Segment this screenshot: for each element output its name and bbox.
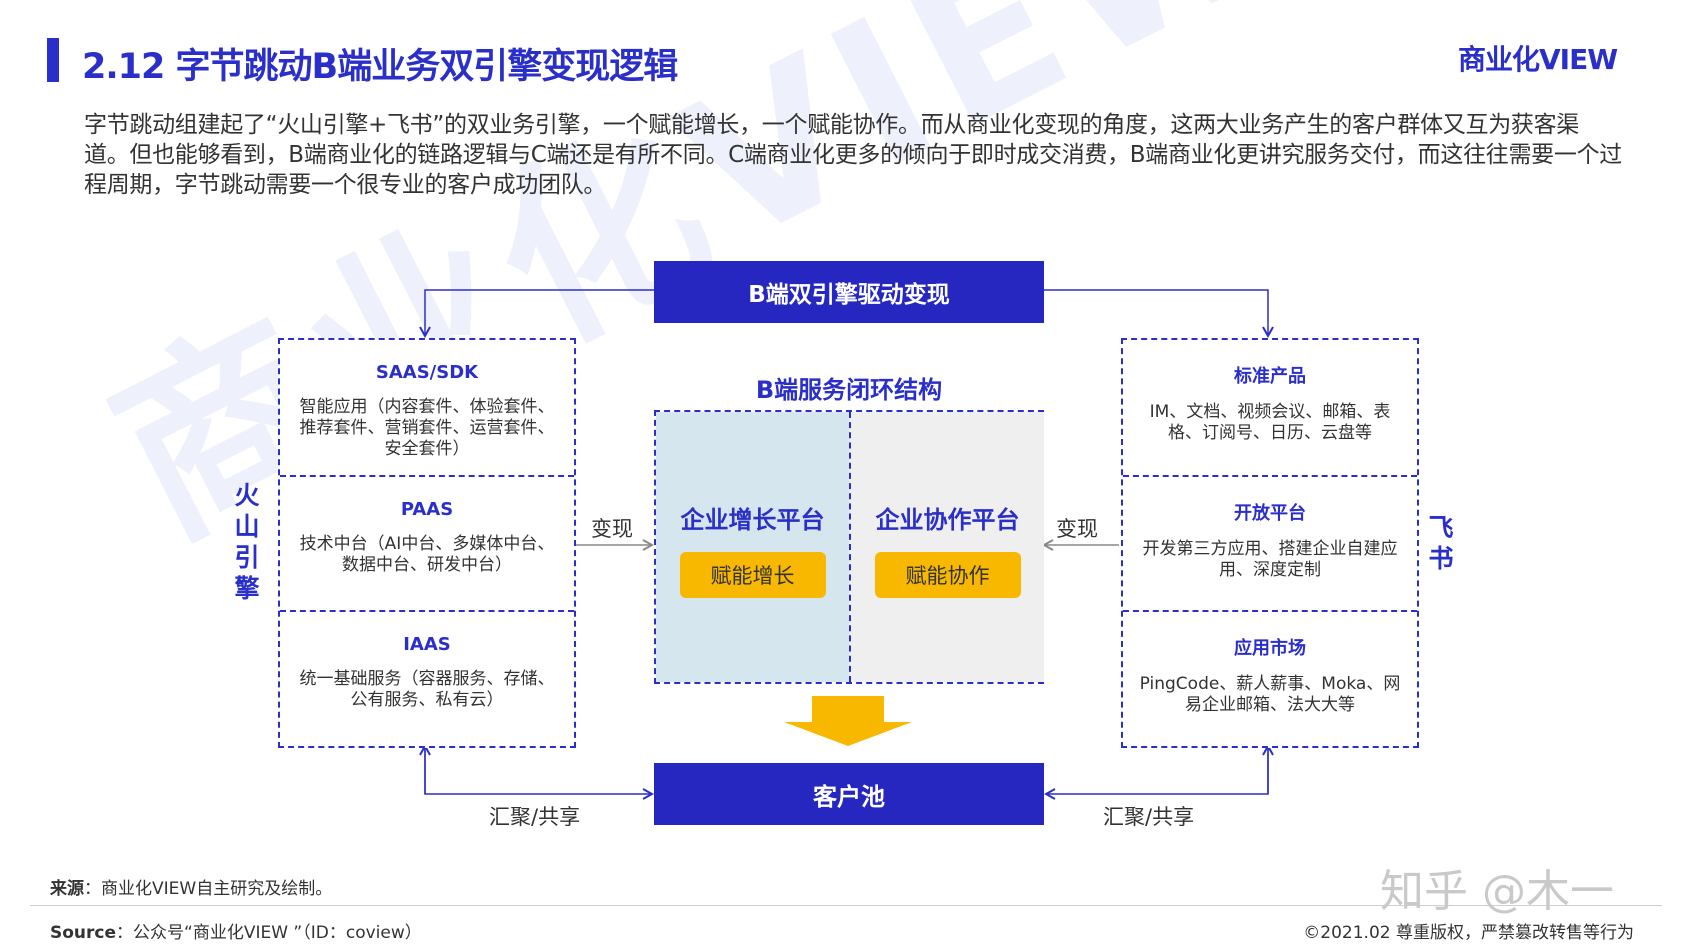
right-side-label: 飞书 [1428,513,1454,573]
panel-cell: 标准产品 IM、文档、视频会议、邮箱、表格、订阅号、日历、云盘等 [1123,340,1417,475]
intro-paragraph: 字节跳动组建起了“火山引擎+飞书”的双业务引擎，一个赋能增长，一个赋能协作。而从… [84,112,1622,198]
arrow-left-panel-to-pool [424,746,652,794]
cell-title: SAAS/SDK [375,362,479,383]
growth-platform-title: 企业增长平台 [680,506,825,534]
cell-description: 开发第三方应用、搭建企业自建应用、深度定制 [1142,539,1398,580]
collaboration-platform-title: 企业协作平台 [875,506,1020,534]
panel-cell: IAAS 统一基础服务（容器服务、存储、公有服务、私有云） [280,610,574,745]
source-label: Source [50,923,117,943]
closed-loop-box: 企业增长平台 赋能增长 企业协作平台 赋能协作 [654,410,1044,684]
cell-title: 应用市场 [1234,638,1306,659]
source-note-label: 来源 [50,879,84,899]
growth-platform: 企业增长平台 赋能增长 [656,412,849,682]
collaboration-pill: 赋能协作 [874,552,1021,598]
panel-cell: 应用市场 PingCode、薪人薪事、Moka、网易企业邮箱、法大大等 [1123,610,1417,745]
cell-title: 开放平台 [1234,503,1306,524]
left-monetize-label: 变现 [591,517,633,541]
arrow-top-to-right-panel [1044,289,1268,336]
cell-title: PAAS [400,499,454,520]
feishu-panel: 标准产品 IM、文档、视频会议、邮箱、表格、订阅号、日历、云盘等 开放平台 开发… [1121,338,1419,748]
source-line: Source：公众号“商业化VIEW ”（ID：coview） [50,918,422,943]
right-monetize-label: 变现 [1056,517,1098,541]
copyright: ©2021.02 尊重版权，严禁篡改转售等行为 [1303,923,1634,943]
center-structure-title: B端服务闭环结构 [755,376,943,404]
customer-pool-box: 客户池 [654,763,1044,825]
footer-divider [30,905,1662,906]
panel-cell: 开放平台 开发第三方应用、搭建企业自建应用、深度定制 [1123,475,1417,610]
volcano-engine-panel: SAAS/SDK 智能应用（内容套件、体验套件、推荐套件、营销套件、运营套件、安… [278,338,576,748]
cell-description: 智能应用（内容套件、体验套件、推荐套件、营销套件、运营套件、安全套件） [299,397,555,459]
arrow-top-to-left-panel [425,289,654,336]
cell-description: 技术中台（AI中台、多媒体中台、数据中台、研发中台） [299,534,555,575]
panel-cell: SAAS/SDK 智能应用（内容套件、体验套件、推荐套件、营销套件、运营套件、安… [280,340,574,475]
title-accent-bar [47,38,59,82]
cell-description: IM、文档、视频会议、邮箱、表格、订阅号、日历、云盘等 [1149,402,1391,443]
left-share-label: 汇聚/共享 [489,805,581,829]
source-note-text: ：商业化VIEW自主研究及绘制。 [84,879,333,899]
cell-title: IAAS [403,634,451,655]
arrow-right-panel-to-pool [1046,746,1269,794]
source-note: 来源：商业化VIEW自主研究及绘制。 [50,874,332,899]
right-share-label: 汇聚/共享 [1103,805,1195,829]
brand-logo: 商业化VIEW [1458,43,1618,76]
panel-cell: PAAS 技术中台（AI中台、多媒体中台、数据中台、研发中台） [280,475,574,610]
cell-description: 统一基础服务（容器服务、存储、公有服务、私有云） [299,669,555,710]
source-text: ：公众号“商业化VIEW ”（ID：coview） [116,923,422,943]
cell-description: PingCode、薪人薪事、Moka、网易企业邮箱、法大大等 [1139,674,1401,715]
collaboration-platform: 企业协作平台 赋能协作 [849,412,1044,682]
page-title: 2.12 字节跳动B端业务双引擎变现逻辑 [82,47,678,87]
cell-title: 标准产品 [1234,366,1306,387]
down-arrow-icon [784,696,912,746]
zhihu-watermark: 知乎 @木一 [1380,866,1614,917]
top-engine-box: B端双引擎驱动变现 [654,261,1044,323]
left-side-label: 火山引擎 [234,481,260,603]
growth-pill: 赋能增长 [679,552,826,598]
